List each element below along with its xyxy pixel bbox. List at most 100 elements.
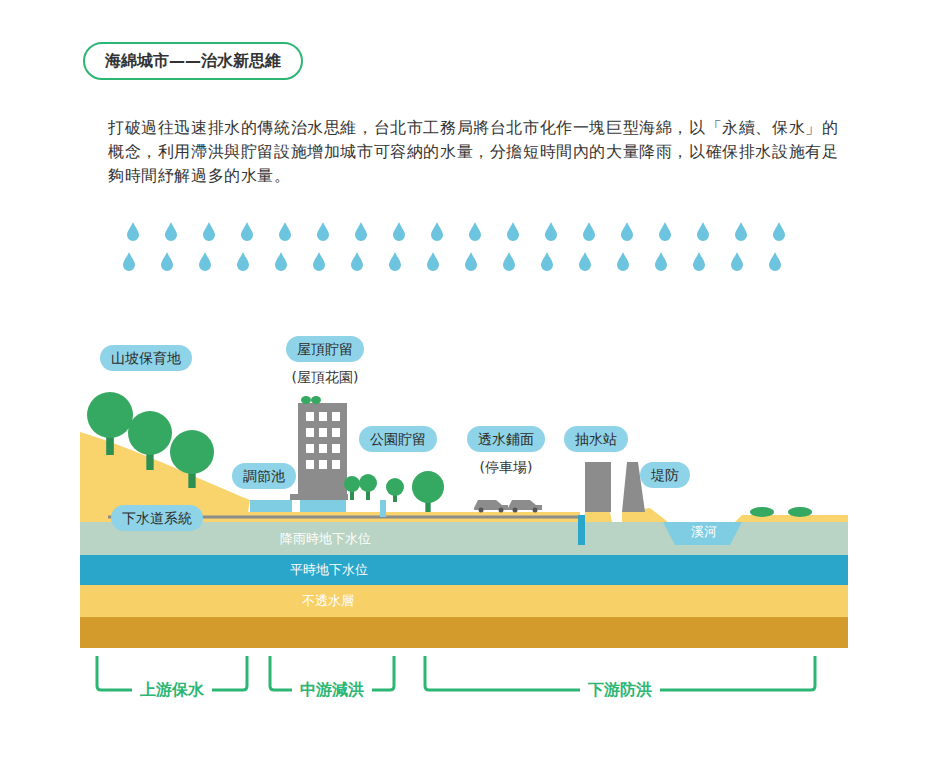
title: 海綿城市——治水新思維: [83, 42, 303, 80]
raindrop: [241, 222, 253, 241]
groundwater-band: 降雨時地下水位: [80, 524, 381, 554]
raindrop: [541, 252, 553, 271]
raindrop: [735, 222, 747, 241]
raindrop: [503, 252, 515, 271]
raindrop: [351, 252, 363, 271]
tree: [412, 471, 444, 512]
window: [332, 460, 340, 469]
raindrop: [465, 252, 477, 271]
label-pill: 山坡保育地: [100, 345, 192, 371]
window: [319, 428, 327, 437]
tree-canopy: [386, 478, 404, 496]
tree: [344, 476, 360, 500]
park-storage: [380, 500, 386, 517]
car: [508, 500, 542, 513]
raindrop: [317, 222, 329, 241]
tree: [128, 411, 172, 470]
tree-canopy: [412, 471, 444, 503]
tree: [87, 392, 133, 455]
raindrop: [693, 252, 705, 271]
area-label: 山坡保育地: [100, 345, 192, 371]
raindrop: [431, 222, 443, 241]
car: [474, 500, 508, 513]
raindrop: [127, 222, 139, 241]
label-pill: 透水鋪面: [467, 426, 545, 452]
bush: [788, 507, 812, 517]
raindrop: [237, 252, 249, 271]
raindrop: [655, 252, 667, 271]
raindrop: [583, 222, 595, 241]
window: [306, 412, 314, 421]
roof-garden: [301, 396, 311, 404]
outlet-pipe: [578, 515, 585, 545]
raindrop: [313, 252, 325, 271]
normal-groundwater-layer: [80, 555, 848, 585]
raindrop: [427, 252, 439, 271]
label-note: (屋頂花園): [292, 368, 359, 386]
raindrop: [579, 252, 591, 271]
roof-garden: [311, 396, 321, 404]
window: [332, 412, 340, 421]
tree-canopy: [344, 476, 360, 492]
creek: [663, 522, 742, 545]
building-windows: [306, 412, 340, 469]
facility-label: 屋頂貯留 (屋頂花園): [286, 336, 364, 386]
trees: [87, 392, 444, 512]
label-pill: 屋頂貯留: [286, 336, 364, 362]
label-note: (停車場): [480, 458, 533, 476]
window: [306, 428, 314, 437]
detention-pond: [250, 500, 292, 512]
tree-canopy: [359, 474, 377, 492]
raindrop: [355, 222, 367, 241]
description: 打破過往迅速排水的傳統治水思維，台北市工務局將台北市化作一塊巨型海綿，以「永續、…: [108, 116, 853, 188]
window: [306, 444, 314, 453]
raindrop: [161, 252, 173, 271]
raindrop: [621, 222, 633, 241]
label-pill: 堤防: [640, 462, 690, 488]
building: [298, 403, 347, 497]
raindrop: [389, 252, 401, 271]
raindrop: [165, 222, 177, 241]
window: [332, 428, 340, 437]
ground: [585, 512, 612, 522]
window: [319, 412, 327, 421]
tree: [359, 474, 377, 500]
impermeable-layer: [80, 585, 848, 617]
raindrop: [123, 252, 135, 271]
raindrop: [617, 252, 629, 271]
raindrop: [275, 252, 287, 271]
bedrock-layer: [80, 617, 848, 648]
pump-station: [585, 462, 611, 512]
raindrop: [731, 252, 743, 271]
raindrop: [279, 222, 291, 241]
tree: [386, 478, 404, 502]
zone-label: 下游防洪: [580, 680, 660, 700]
facility-label: 抽水站: [564, 426, 628, 452]
raindrop: [507, 222, 519, 241]
zone-label: 中游減洪: [292, 680, 372, 700]
window: [306, 460, 314, 469]
layer-name: 平時地下水位: [290, 562, 368, 578]
raindrop: [393, 222, 405, 241]
label-pill: 下水道系統: [111, 505, 203, 531]
facility-label: 調節池: [232, 463, 296, 489]
raindrop: [659, 222, 671, 241]
layer-name: 不透水層: [302, 593, 354, 609]
bush: [750, 507, 774, 517]
window: [332, 444, 340, 453]
raindrops: [123, 222, 785, 271]
raindrop: [769, 252, 781, 271]
tree-canopy: [128, 411, 172, 455]
raindrop: [545, 222, 557, 241]
levee: [735, 515, 745, 522]
layer-name: 降雨時地下水位: [280, 531, 371, 547]
facility-label: 下水道系統: [111, 505, 203, 531]
facility-label: 透水鋪面 (停車場): [467, 426, 545, 476]
raindrop: [203, 222, 215, 241]
window: [319, 444, 327, 453]
park-storage: [300, 500, 346, 512]
groundwater-band: 平時地下水位: [80, 555, 378, 585]
raindrop: [773, 222, 785, 241]
window: [319, 460, 327, 469]
